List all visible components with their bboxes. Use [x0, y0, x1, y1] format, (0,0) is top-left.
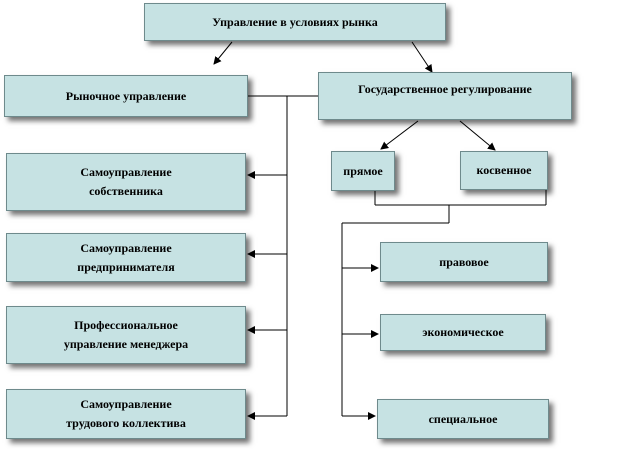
node-owner-label: Самоуправление собственника: [80, 165, 172, 198]
arrow-state-to-direct: [380, 120, 419, 150]
arrow-root-to-market: [213, 41, 233, 65]
node-owner: Самоуправление собственника: [6, 153, 246, 211]
node-manager: Профессиональное управление менеджера: [6, 306, 246, 364]
node-indirect-label: косвенное: [476, 163, 532, 177]
node-special-label: специальное: [428, 411, 498, 426]
node-market-label: Рыночное управление: [65, 88, 187, 103]
node-economic-label: экономическое: [422, 325, 504, 339]
node-legal-label: правовое: [439, 254, 489, 269]
node-collective: Самоуправление трудового коллектива: [6, 389, 246, 439]
arrow-state-to-indirect: [459, 120, 496, 151]
node-legal: правовое: [380, 242, 548, 282]
node-state-label: Государственное регулирование: [358, 82, 532, 96]
node-entrepreneur-label: Самоуправление предпринимателя: [77, 240, 175, 274]
node-special: специальное: [377, 399, 549, 439]
node-root: Управление в условиях рынка: [144, 3, 446, 41]
node-state: Государственное регулирование: [318, 72, 572, 120]
node-root-label: Управление в условиях рынка: [212, 14, 378, 29]
node-manager-label: Профессиональное управление менеджера: [63, 318, 189, 351]
node-direct: прямое: [331, 151, 395, 191]
node-market: Рыночное управление: [4, 75, 248, 117]
node-indirect: косвенное: [460, 151, 548, 190]
node-collective-label: Самоуправление трудового коллектива: [66, 397, 186, 430]
node-entrepreneur: Самоуправление предпринимателя: [6, 233, 246, 282]
node-direct-label: прямое: [343, 163, 383, 178]
node-economic: экономическое: [380, 314, 546, 351]
arrow-root-to-state: [411, 41, 433, 73]
